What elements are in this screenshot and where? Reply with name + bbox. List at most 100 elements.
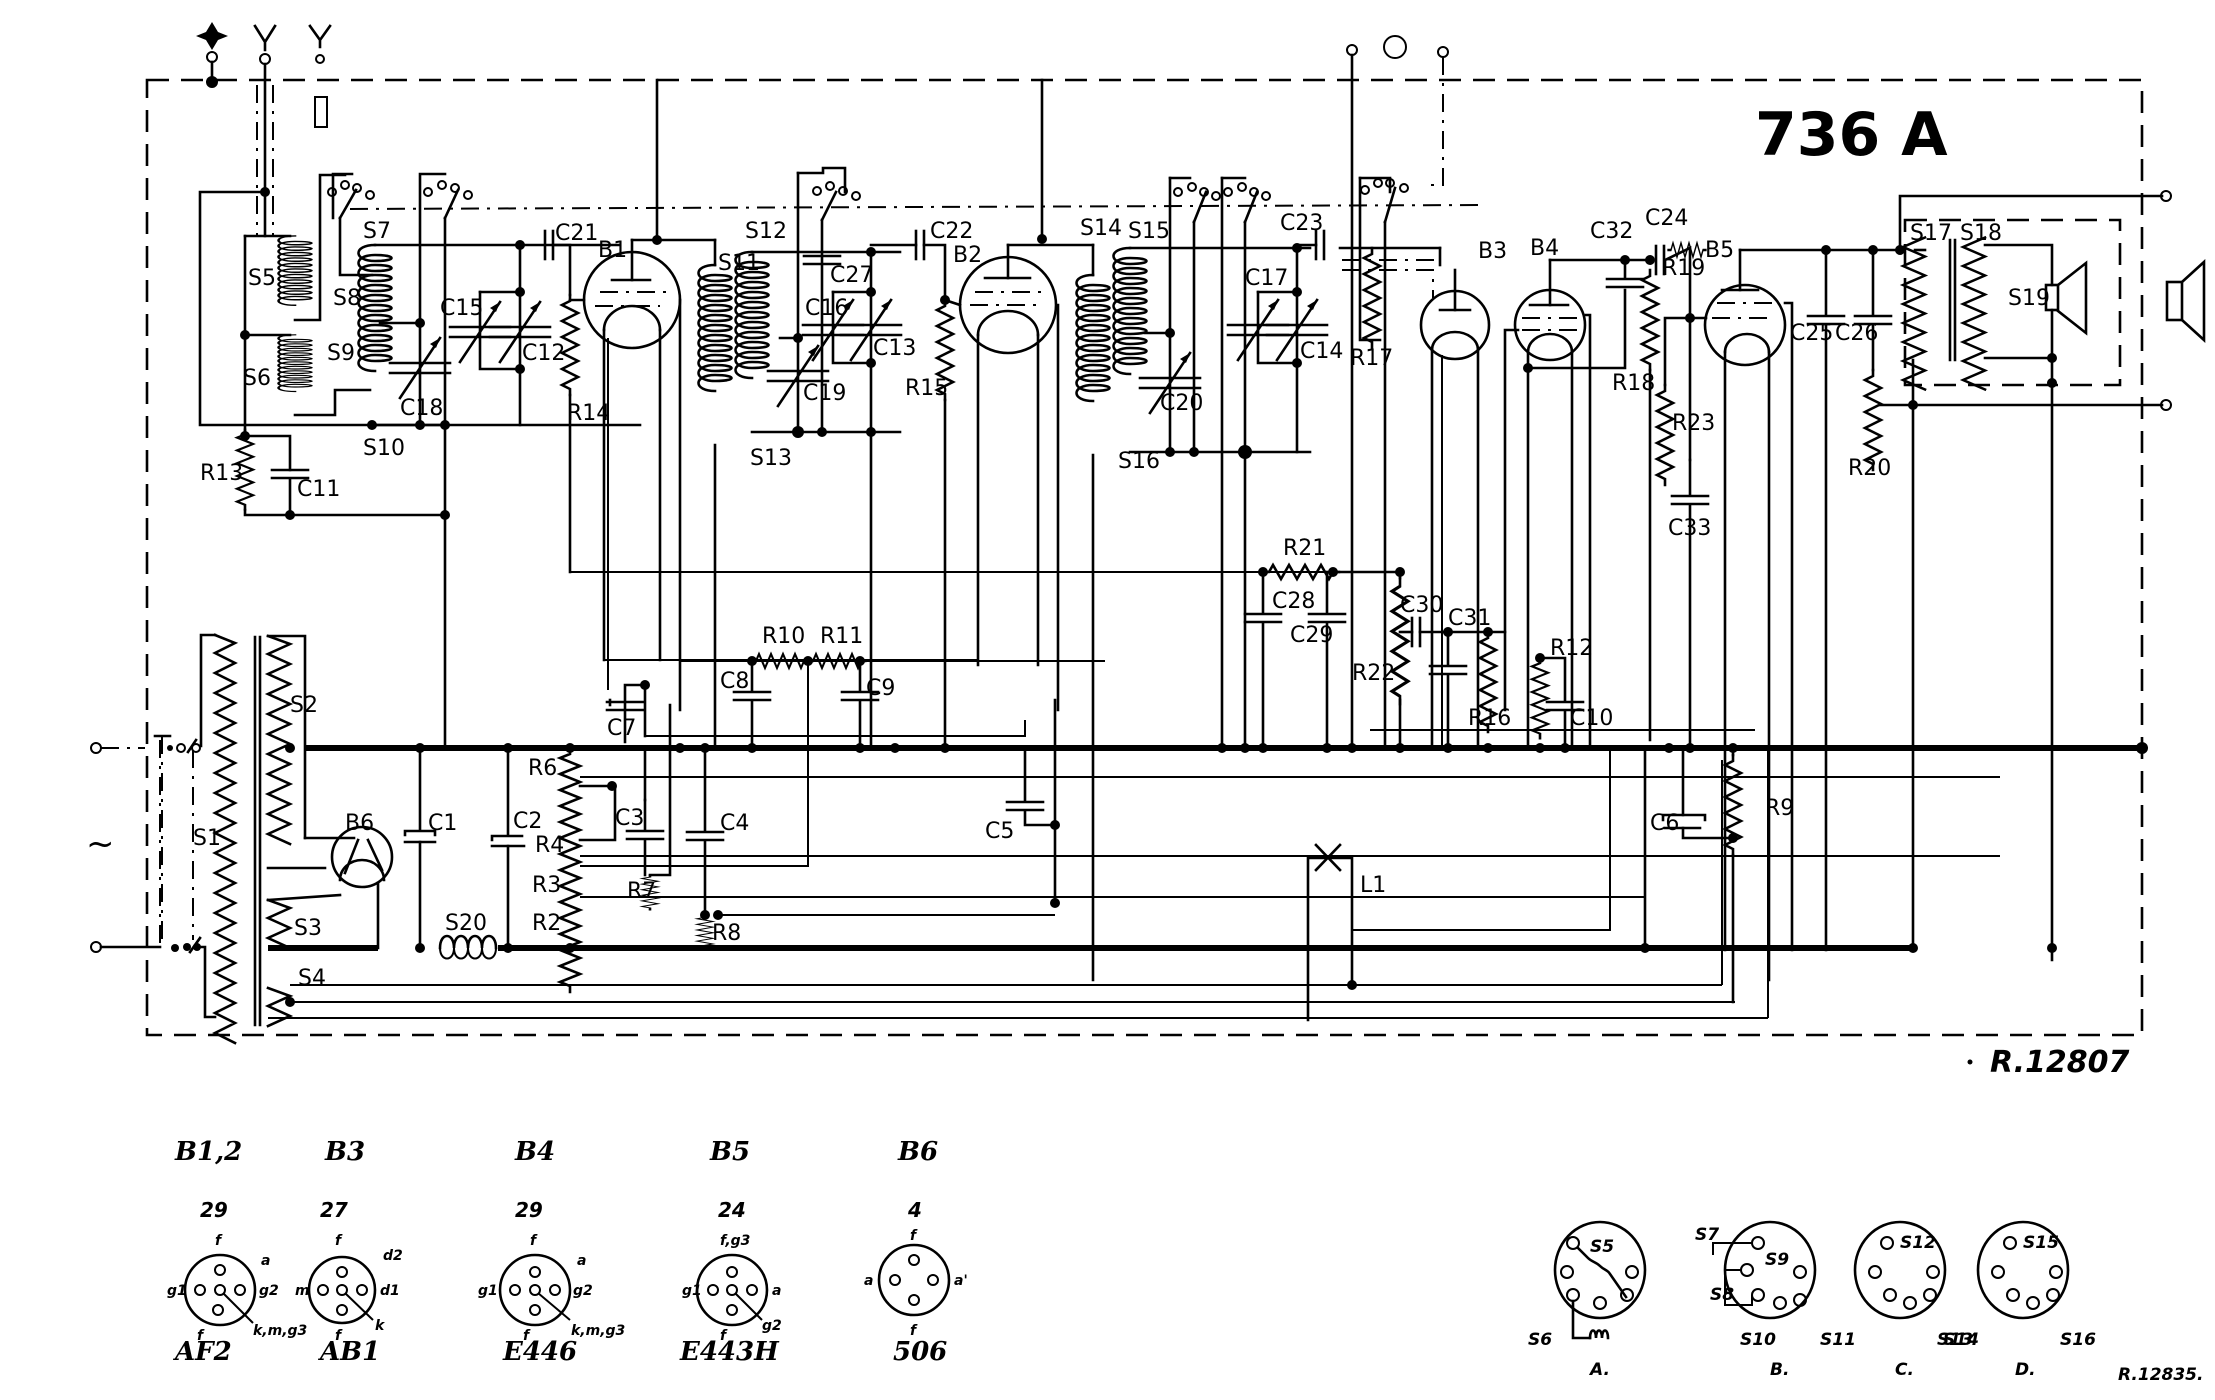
diagram-label: D. <box>2015 1360 2036 1380</box>
pin-label: g1 <box>682 1283 702 1299</box>
label-R6: R6 <box>528 756 557 781</box>
label-B5: B5 <box>1705 238 1734 263</box>
power-supply: ~ S1 S2 B6 S3 <box>86 633 2000 1045</box>
label-S7: S7 <box>363 219 391 244</box>
diagram-label: S14 <box>1943 1330 1979 1350</box>
drawing-reference: R.12807 <box>1990 1045 2130 1080</box>
pin-label: f <box>720 1328 728 1344</box>
label-S14: S14 <box>1080 216 1122 241</box>
pin-label: f <box>530 1233 538 1249</box>
pin-label: g2 <box>573 1283 593 1299</box>
coil-base-B: S7 S9 S8 S10 B. <box>1695 1220 1817 1380</box>
tube-type: AF2 <box>172 1337 232 1367</box>
label-C20: C20 <box>1160 391 1203 416</box>
label-S9: S9 <box>327 341 355 366</box>
diagram-label: S12 <box>1900 1233 1936 1253</box>
label-C26: C26 <box>1835 321 1878 346</box>
pin-label: f <box>523 1328 531 1344</box>
coil-base-D: S15 S14 S16 D. <box>1943 1220 2096 1380</box>
label-B2: B2 <box>953 243 982 268</box>
diagram-label: S7 <box>1695 1225 1719 1245</box>
earth-terminal <box>196 22 228 88</box>
label-R13: R13 <box>200 461 243 486</box>
pin-label: a <box>261 1253 270 1269</box>
diagram-label: A. <box>1588 1360 1610 1380</box>
label-C10: C10 <box>1570 706 1613 731</box>
label-C2: C2 <box>513 809 542 834</box>
label-C22: C22 <box>930 219 973 244</box>
diagram-label: B6 <box>897 1137 938 1167</box>
label-C4: C4 <box>720 811 749 836</box>
diagram-label: S11 <box>1820 1330 1856 1350</box>
coil-base-A: S5 S6 A. <box>1528 1220 1647 1380</box>
avc-network: R21 C28 C29 R22 C30 C31 R16 R12 C10 <box>570 536 1755 750</box>
label-R18: R18 <box>1612 371 1655 396</box>
diagram-label: B5 <box>709 1137 750 1167</box>
pin-label: k,m,g3 <box>571 1323 625 1339</box>
label-S4: S4 <box>298 966 326 991</box>
label-S19: S19 <box>2008 286 2050 311</box>
label-C27: C27 <box>830 263 873 288</box>
label-C14: C14 <box>1300 339 1343 364</box>
diagram-label: S6 <box>1528 1330 1552 1350</box>
pin-label: d2 <box>383 1248 403 1264</box>
diagram-label: S16 <box>2060 1330 2096 1350</box>
diagram-label: 4 <box>907 1198 922 1222</box>
pin-label: a <box>864 1273 873 1289</box>
base-number: 29 <box>200 1198 228 1222</box>
label-C8: C8 <box>720 669 749 694</box>
diagram-label: S8 <box>1710 1285 1734 1305</box>
diagram-label: C. <box>1895 1360 1914 1380</box>
detector-section: R17 B3 <box>1338 35 1507 752</box>
diagram-label: AB1 <box>317 1337 380 1367</box>
output-transformer: S17 S18 S19 <box>1878 190 2206 962</box>
model-title: 736 A <box>1755 100 1948 170</box>
label-S18: S18 <box>1960 221 2002 246</box>
diagram-label: B3 <box>324 1137 365 1167</box>
if-coil-section-2: S14 S15 S16 C20 C17 C14 C23 <box>1075 176 1343 982</box>
diagram-label: 506 <box>893 1337 947 1367</box>
pin-label: g1 <box>167 1283 187 1299</box>
label-C13: C13 <box>873 336 916 361</box>
pin-label: g2 <box>259 1283 279 1299</box>
label-S12: S12 <box>745 219 787 244</box>
label-C30: C30 <box>1400 593 1443 618</box>
label-S10: S10 <box>363 436 405 461</box>
pin-label: f <box>197 1328 205 1344</box>
diagram-label: S15 <box>2023 1233 2059 1253</box>
tube-B4: B4 C32 R18 C24 R19 <box>1503 206 1708 750</box>
tube-B5: R23 C33 B5 C25 C26 R20 <box>1655 238 1905 982</box>
label-C24: C24 <box>1645 206 1688 231</box>
diagram-label: S13 <box>1937 1330 1973 1350</box>
label-C3: C3 <box>615 806 644 831</box>
label-R10: R10 <box>762 624 805 649</box>
label-R22: R22 <box>1352 661 1395 686</box>
coil-base-reference: R.12835. <box>2118 1365 2203 1385</box>
external-speaker-icon <box>2165 259 2206 343</box>
label-R23: R23 <box>1672 411 1715 436</box>
label-C12: C12 <box>522 341 565 366</box>
label-S2: S2 <box>290 693 318 718</box>
label-S1: S1 <box>193 826 221 851</box>
label-B4: B4 <box>1530 236 1559 261</box>
label-C17: C17 <box>1245 266 1288 291</box>
pin-label: g1 <box>478 1283 498 1299</box>
diagram-label: S9 <box>1765 1250 1789 1270</box>
decoupling-network: C3 R7 C7 C4 R8 R10 R11 C8 C9 <box>580 624 1794 1022</box>
pin-label: a <box>577 1253 586 1269</box>
tube-base-B3: B3 27 f d2 m d1 f k AB1 <box>295 1137 403 1367</box>
pin-label: f,g3 <box>720 1233 750 1249</box>
label-R11: R11 <box>820 624 863 649</box>
label-R17: R17 <box>1350 346 1393 371</box>
diagram-label: S10 <box>1740 1330 1776 1350</box>
label-C28: C28 <box>1272 589 1315 614</box>
tube-B2: B2 <box>604 78 1095 712</box>
pin-label: m <box>295 1283 310 1299</box>
pin-label: d1 <box>380 1283 400 1299</box>
diagram-label: 24 <box>718 1198 746 1222</box>
label-C29: C29 <box>1290 623 1333 648</box>
chassis-outline <box>145 78 2144 1037</box>
antenna-terminal-1 <box>253 24 277 238</box>
label-C25: C25 <box>1790 321 1833 346</box>
